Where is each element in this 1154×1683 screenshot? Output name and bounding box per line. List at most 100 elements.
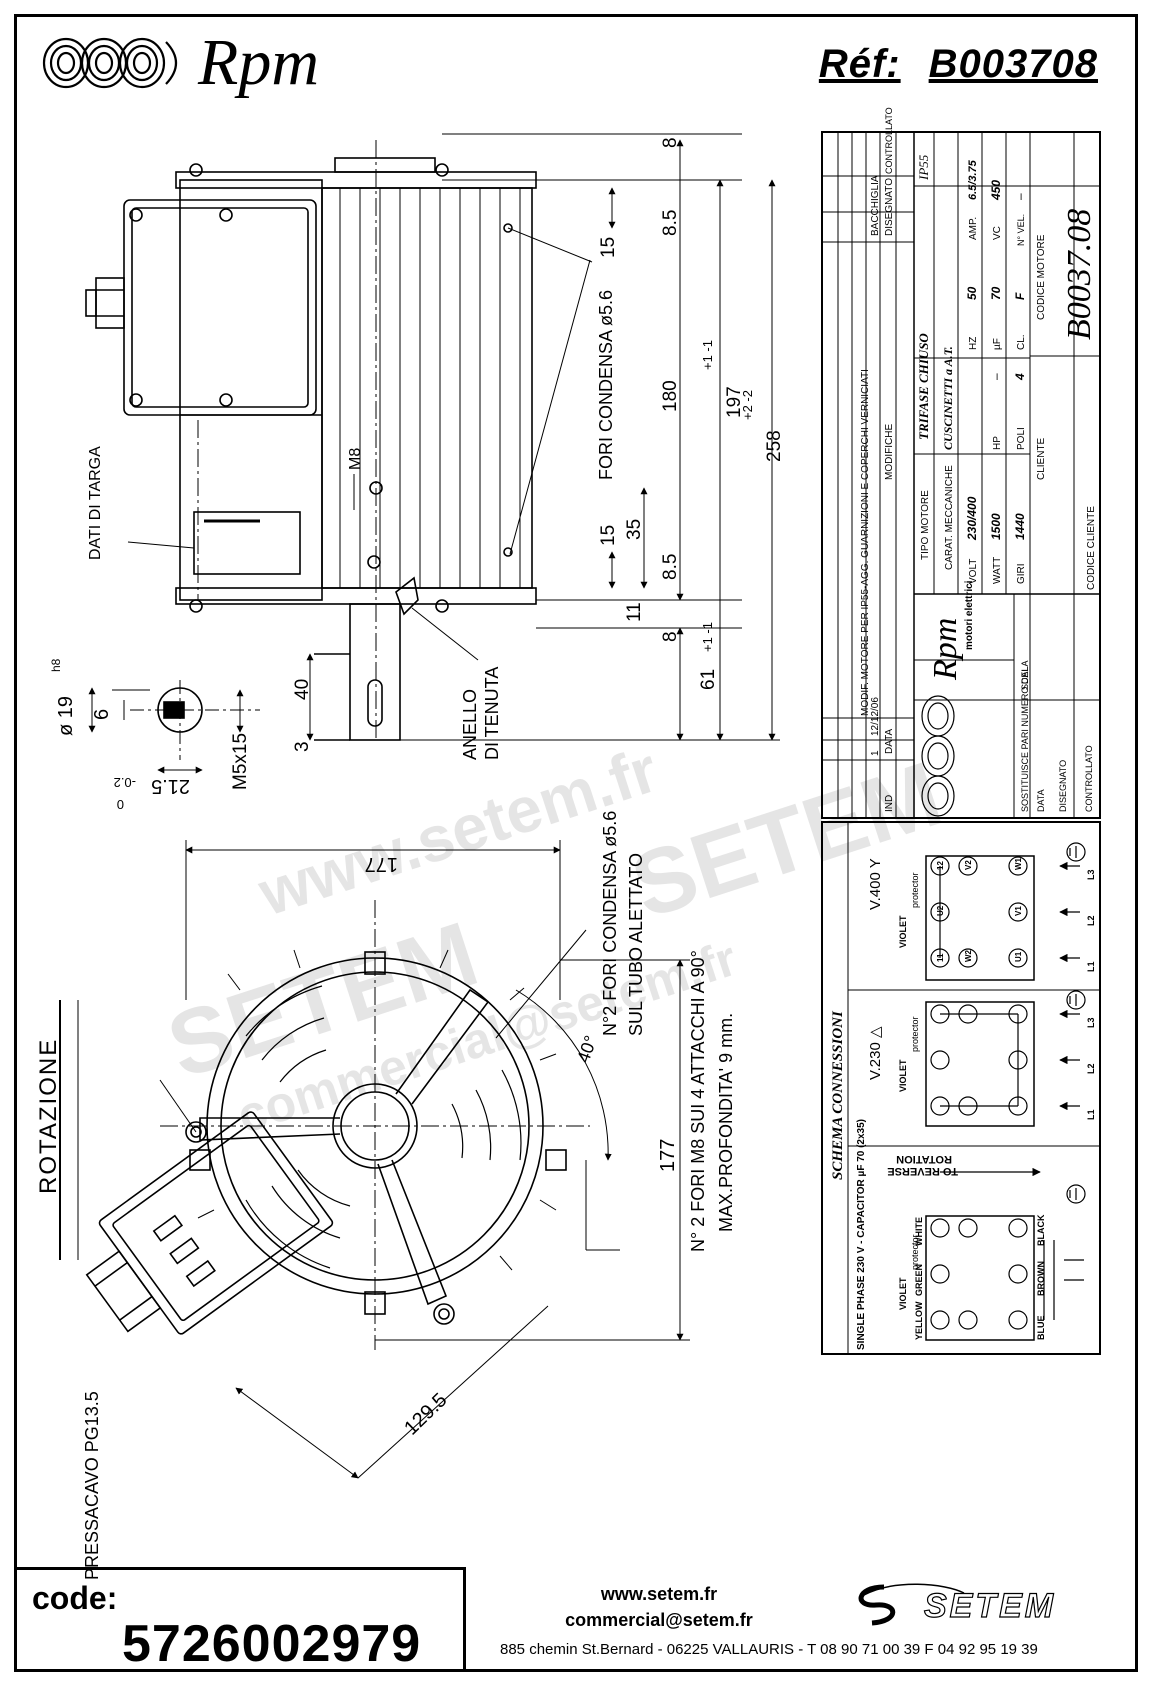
label-8-5b: 8.5 <box>660 554 681 580</box>
tb-giri-label: GIRI <box>1016 563 1027 584</box>
schema-l1-b: L1 <box>1086 1109 1096 1120</box>
label-35: 35 <box>624 519 645 540</box>
tb-motori: motori elettrici <box>964 580 975 650</box>
label-fori-condensa: FORI CONDENSA ø5.6 <box>596 290 616 480</box>
tb-ip: IP55 <box>916 154 931 181</box>
connection-schema <box>821 821 1101 1355</box>
schema-v2-a: V2 <box>964 860 973 870</box>
tb-rpm-brand: Rpm <box>927 618 964 681</box>
label-fori2-a: N°2 FORI CONDENSA ø5.6 <box>600 811 620 1036</box>
schema-rotation: ROTATION <box>896 1153 952 1165</box>
label-21-5: 21.5 <box>151 775 190 797</box>
label-3: 3 <box>292 741 313 752</box>
label-dia19: ø 19 <box>55 696 77 736</box>
code-value: 5726002979 <box>122 1615 422 1673</box>
tb-controllato2: CONTROLLATO <box>1084 745 1094 812</box>
label-rotazione: ROTAZIONE <box>35 1038 62 1194</box>
schema-l3-a: L3 <box>1086 869 1096 880</box>
schema-v400: V.400 Y <box>867 858 884 910</box>
label-258: 258 <box>764 430 785 462</box>
tb-codice-motore-value: B0037.08 <box>1061 209 1098 340</box>
label-40: 40 <box>292 679 313 700</box>
tb-hz-label: HZ <box>968 337 979 350</box>
label-m5: M5x15 <box>230 733 251 790</box>
label-fori-m8-a: N° 2 FORI M8 SUI 4 ATTACCHI A 90° <box>688 950 708 1252</box>
side-view <box>85 140 537 760</box>
schema-white: WHITE <box>914 1217 924 1246</box>
schema-violet-2: VIOLET <box>898 1059 908 1092</box>
tb-sostituisce: SOSTITUISCE PARI NUMERO DEL <box>1020 667 1030 812</box>
email-link[interactable]: commercial@setem.fr <box>565 1610 753 1630</box>
label-anello: ANELLO <box>460 689 480 760</box>
tb-disegnato: DISEGNATO <box>884 178 895 236</box>
tb-hp-label: HP <box>992 436 1003 450</box>
label-197: 197 <box>724 386 745 418</box>
tb-poli-value: 4 <box>1013 373 1027 381</box>
title-block-coil-icon <box>921 695 955 817</box>
tb-cl-value: F <box>1013 292 1027 300</box>
schema-l2-b: L2 <box>1086 1063 1096 1074</box>
dimension-lines <box>88 133 780 774</box>
schema-v230: V.230 △ <box>867 1026 884 1080</box>
tb-vc-label: VC <box>992 226 1003 240</box>
reference: Réf:B003708 <box>819 42 1098 87</box>
label-tol-61: +1 -1 <box>700 622 715 652</box>
label-8-5a: 8.5 <box>660 210 681 236</box>
tb-watt-label: WATT <box>992 557 1003 584</box>
tb-disegnato2: DISEGNATO <box>1058 760 1068 812</box>
contact-block: www.setem.fr commercial@setem.fr <box>514 1581 804 1633</box>
tb-nvel-value: – <box>1013 193 1027 200</box>
drawing-labels: DATI DI TARGA M8 FORI CONDENSA ø5.6 ANEL… <box>35 137 785 1580</box>
rpm-logo: Rpm <box>40 30 319 96</box>
website-link[interactable]: www.setem.fr <box>600 1584 718 1604</box>
label-dati-targa: DATI DI TARGA <box>87 446 104 560</box>
tb-modif-text: MODIF. MOTORE PER IP55-AGG. GUARNIZIONI … <box>860 369 871 716</box>
label-15b: 15 <box>598 525 619 546</box>
label-pressacavo: PRESSACAVO PG13.5 <box>82 1391 102 1580</box>
title-block <box>821 131 1101 819</box>
tb-giri-value: 1440 <box>1013 513 1027 540</box>
label-tol-197: +1 -1 <box>700 340 715 370</box>
tb-amp-value: 6.5/3.75 <box>967 159 979 200</box>
label-tol-21b: 0 <box>117 797 124 812</box>
schema-w2-a: W2 <box>964 949 973 962</box>
label-177-vertical: 177 <box>657 1139 679 1172</box>
schema-protector-2: protector <box>910 1016 920 1052</box>
schema-protector-3: protector <box>910 1234 920 1270</box>
tb-hz-value: 50 <box>965 286 979 300</box>
label-h8: h8 <box>49 658 63 672</box>
tb-vc-value: 450 <box>989 180 1003 201</box>
tb-tipo-motore-value: TRIFASE CHIUSO <box>916 333 931 440</box>
title-block-text: MODIF. MOTORE PER IP55-AGG. GUARNIZIONI … <box>860 107 1098 812</box>
tb-nvel-label: N° VEL. <box>1016 214 1026 246</box>
schema-u1-a: U1 <box>1014 951 1023 962</box>
schema-brown: BROWN <box>1036 1261 1046 1296</box>
tb-uf-value: 70 <box>989 286 1003 300</box>
setem-swoosh-icon <box>858 1584 896 1626</box>
label-fori-m8-b: MAX.PROFONDITA' 9 mm. <box>716 1013 736 1232</box>
schema-violet-3: VIOLET <box>898 1277 908 1310</box>
code-box: code: 5726002979 <box>14 1567 466 1673</box>
address-line: 885 chemin St.Bernard - 06225 VALLAURIS … <box>500 1641 1038 1658</box>
tb-rev-date: 12/12/06 <box>870 697 881 736</box>
label-m8: M8 <box>347 448 364 470</box>
label-61: 61 <box>698 669 719 690</box>
drawing-sheet <box>14 14 1138 1672</box>
tb-ind: IND <box>884 795 895 812</box>
schema-title: SCHEMA CONNESSIONI <box>830 1010 846 1180</box>
label-8a: 8 <box>660 137 681 148</box>
tb-volt-label: VOLT <box>968 559 979 584</box>
schema-l2-a: L2 <box>1086 915 1096 926</box>
tb-carat-label: CARAT. MECCANICHE <box>944 465 955 570</box>
label-180: 180 <box>660 380 681 412</box>
coil-logo-icon <box>42 37 178 89</box>
label-129-5: 129.5 <box>400 1389 451 1440</box>
tb-codice-cliente: CODICE CLIENTE <box>1086 506 1097 590</box>
tb-modifiche: MODIFICHE <box>884 424 895 480</box>
schema-text: SCHEMA CONNESSIONI SINGLE PHASE 230 V - … <box>830 857 1096 1350</box>
schema-u2-a: U2 <box>936 905 945 916</box>
schema-yellow: YELLOW <box>914 1301 924 1340</box>
tb-carat-value: CUSCINETTI a A.T. <box>941 346 955 450</box>
tb-uf-label: µF <box>992 338 1003 350</box>
